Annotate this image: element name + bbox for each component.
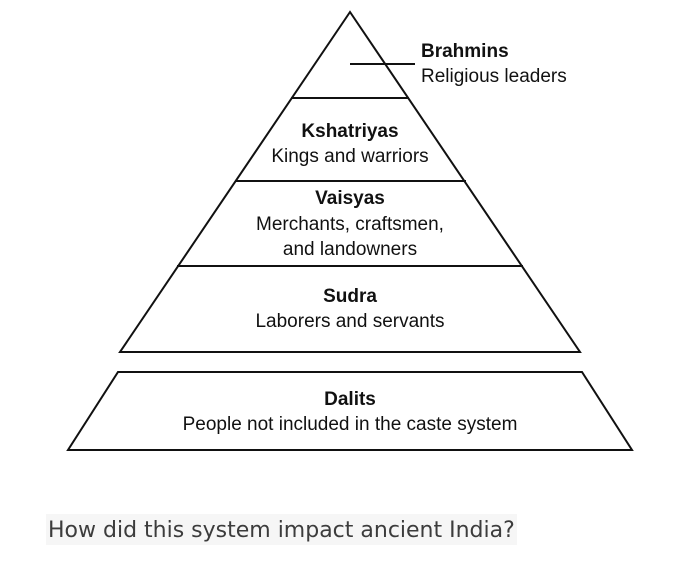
sudra-title: Sudra [323, 286, 377, 307]
brahmins-title: Brahmins [421, 41, 509, 62]
dalits-description: People not included in the caste system [183, 414, 518, 435]
question-text: How did this system impact ancient India… [46, 514, 517, 545]
dalits-title: Dalits [324, 389, 376, 410]
caste-pyramid-diagram: Brahmins Religious leaders Kshatriyas Ki… [66, 10, 634, 451]
kshatriyas-description: Kings and warriors [271, 146, 428, 167]
vaisyas-title: Vaisyas [315, 188, 385, 209]
vaisyas-description-line-1: Merchants, craftsmen, [256, 214, 444, 235]
sudra-description: Laborers and servants [255, 311, 444, 332]
dalits-base-trapezoid [66, 371, 634, 451]
kshatriyas-title: Kshatriyas [301, 121, 398, 142]
vaisyas-description-line-2: and landowners [283, 239, 417, 260]
brahmins-description: Religious leaders [421, 66, 567, 87]
